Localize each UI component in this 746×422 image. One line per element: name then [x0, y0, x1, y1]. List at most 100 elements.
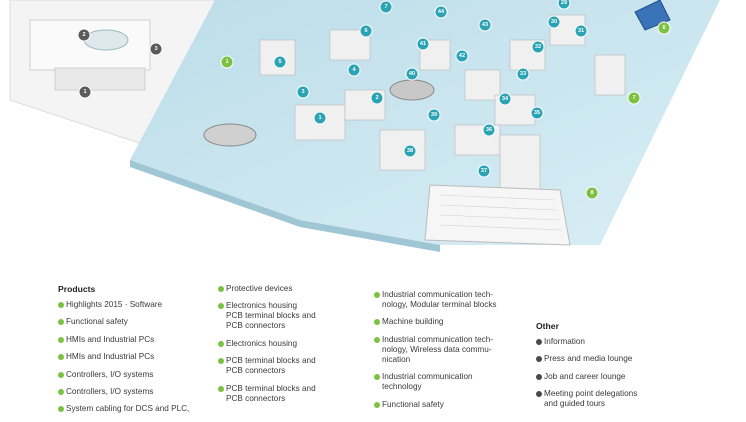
svg-text:37: 37 — [481, 168, 487, 174]
legend-item: Press and media lounge — [536, 354, 676, 364]
marker-b-5: 5 — [273, 55, 287, 69]
bullet-icon — [536, 373, 542, 380]
legend-col3: Industrial communication tech- nology, M… — [374, 290, 524, 417]
marker-g-8: 8 — [585, 186, 599, 200]
bullet-icon — [58, 388, 64, 395]
marker-b-33: 33 — [516, 67, 530, 81]
svg-text:35: 35 — [534, 110, 540, 116]
svg-text:39: 39 — [431, 112, 437, 118]
svg-text:31: 31 — [578, 28, 584, 34]
bullet-icon — [218, 358, 224, 365]
round-counter — [203, 123, 257, 147]
bullet-icon — [374, 401, 380, 408]
legend-item: Protective devices — [218, 284, 358, 294]
bullet-icon — [58, 336, 64, 343]
legend-products: Products Highlights 2015 · Software Func… — [58, 284, 208, 422]
bullet-icon — [58, 371, 64, 378]
legend-item: Industrial communication tech- nology, W… — [374, 335, 524, 365]
legend-item: Industrial communication technology — [374, 372, 524, 392]
bullet-icon — [536, 356, 542, 363]
marker-b-42: 42 — [455, 49, 469, 63]
bullet-icon — [58, 354, 64, 361]
marker-b-29: 29 — [557, 0, 571, 10]
svg-text:5: 5 — [278, 59, 281, 65]
svg-text:7: 7 — [632, 95, 635, 101]
svg-text:3: 3 — [301, 89, 304, 95]
bullet-icon — [58, 302, 64, 308]
marker-g-1: 1 — [220, 55, 234, 69]
legend-item: HMIs and Industrial PCs — [58, 335, 208, 345]
legend-item: Controllers, I/O systems — [58, 387, 208, 397]
bullet-icon — [58, 406, 64, 413]
marker-b-44: 44 — [434, 5, 448, 19]
booth-floor-plan: 1 2 3 4 5 6 7 29 30 31 32 33 34 35 36 37… — [9, 0, 720, 252]
svg-text:38: 38 — [407, 148, 413, 154]
legend-item: Controllers, I/O systems — [58, 370, 208, 380]
svg-text:42: 42 — [459, 53, 465, 59]
bullet-icon — [218, 286, 224, 292]
svg-text:3: 3 — [154, 46, 157, 52]
marker-b-2: 2 — [370, 91, 384, 105]
marker-b-41: 41 — [416, 37, 430, 51]
marker-g-7: 7 — [627, 91, 641, 105]
marker-k-3: 3 — [149, 42, 163, 56]
marker-b-37: 37 — [477, 164, 491, 178]
bullet-icon — [218, 340, 224, 347]
legend-item: Functional safety — [58, 317, 208, 327]
legend-item: Functional safety — [374, 400, 524, 410]
stairwell — [424, 184, 571, 246]
legend-item: System cabling for DCS and PLC, — [58, 404, 208, 414]
legend-item: Industrial communication tech- nology, M… — [374, 290, 524, 310]
floor-area — [130, 0, 720, 245]
svg-text:29: 29 — [561, 0, 567, 6]
legend-item: Machine building — [374, 317, 524, 327]
marker-b-40: 40 — [405, 67, 419, 81]
svg-text:43: 43 — [482, 22, 488, 28]
bullet-icon — [374, 292, 380, 298]
marker-b-38: 38 — [403, 144, 417, 158]
svg-text:8: 8 — [590, 190, 593, 196]
svg-text:34: 34 — [502, 96, 509, 102]
marker-b-3: 3 — [296, 85, 310, 99]
bullet-icon — [218, 303, 224, 310]
other-heading: Other — [536, 321, 559, 331]
bullet-icon — [58, 319, 64, 326]
svg-text:40: 40 — [409, 71, 415, 77]
bullet-icon — [374, 319, 380, 326]
products-heading: Products — [58, 284, 96, 294]
svg-text:33: 33 — [520, 71, 526, 77]
svg-text:41: 41 — [420, 41, 426, 47]
legend-other: Other Information Press and media lounge… — [536, 321, 676, 417]
marker-k-2: 2 — [77, 28, 91, 42]
marker-b-30: 30 — [547, 15, 561, 29]
marker-b-43: 43 — [478, 18, 492, 32]
marker-b-31: 31 — [574, 24, 588, 38]
legend-item: Electronics housing PCB terminal blocks … — [218, 301, 358, 331]
round-counter — [389, 79, 435, 101]
svg-text:44: 44 — [438, 9, 445, 15]
svg-text:1: 1 — [225, 59, 228, 65]
bullet-icon — [536, 391, 542, 398]
svg-text:2: 2 — [375, 95, 378, 101]
marker-b-1: 1 — [313, 111, 327, 125]
svg-text:7: 7 — [384, 4, 387, 10]
svg-text:4: 4 — [352, 67, 356, 73]
marker-b-6: 6 — [359, 24, 373, 38]
marker-k-1: 1 — [78, 85, 92, 99]
svg-text:1: 1 — [83, 89, 86, 95]
marker-b-36: 36 — [482, 123, 496, 137]
legend-item: PCB terminal blocks and PCB connectors — [218, 384, 358, 404]
legend-item: Information — [536, 337, 676, 347]
legend-col2: Protective devices Electronics housing P… — [218, 284, 358, 411]
legend-item: Meeting point delegations and guided tou… — [536, 389, 676, 409]
marker-b-34: 34 — [498, 92, 512, 106]
legend-item: PCB terminal blocks and PCB connectors — [218, 356, 358, 376]
marker-b-32: 32 — [531, 40, 545, 54]
bullet-icon — [374, 336, 380, 343]
svg-text:6: 6 — [662, 25, 665, 31]
svg-text:32: 32 — [535, 44, 541, 50]
marker-g-6: 6 — [657, 21, 671, 35]
legend-item: Electronics housing — [218, 339, 358, 349]
bullet-icon — [218, 385, 224, 392]
marker-b-7: 7 — [379, 0, 393, 14]
